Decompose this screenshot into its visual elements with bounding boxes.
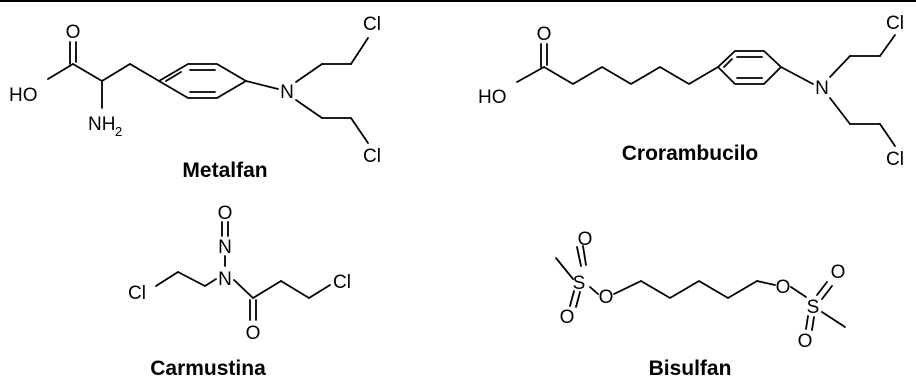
crorambucilo-atom-cl-top: Cl — [886, 13, 904, 34]
metalfan-ring-double-3 — [165, 71, 182, 82]
bisulfan-atom-o5: O — [831, 262, 846, 283]
crorambucilo-arm-top-3 — [879, 34, 896, 57]
bisulfan-atom-o4: O — [776, 277, 791, 298]
metalfan-arm-bottom-3 — [350, 117, 369, 144]
carmustina-chain-right-2 — [280, 280, 310, 299]
crorambucilo-atom-ho: HO — [478, 87, 507, 108]
bisulfan-atom-o2: O — [599, 287, 614, 308]
crorambucilo-atom-n: N — [815, 78, 829, 99]
bisulfan-name: Bisulfan — [649, 357, 732, 380]
carmustina-amide-bond — [233, 279, 254, 299]
bisulfan-s2-o5-bond-b — [821, 285, 833, 300]
carmustina-chain-left-3 — [204, 278, 217, 287]
carmustina-name: Carmustina — [150, 357, 266, 380]
bisulfan-s2-o6-bond-b — [811, 316, 815, 331]
crorambucilo-hydroxyl-bond — [516, 66, 545, 83]
bisulfan-methyl-right-bond — [821, 311, 846, 328]
crorambucilo-ring-double-3 — [723, 58, 733, 68]
carmustina-atom-o-top: O — [218, 203, 233, 224]
metalfan-chain-bond-1 — [101, 63, 131, 82]
crorambucilo-alkyl-chain — [543, 66, 719, 85]
metalfan-atom-n: N — [280, 82, 294, 103]
carmustina-atom-cl-right: Cl — [333, 272, 351, 293]
bisulfan-s1-o1-bond-a — [576, 246, 582, 267]
crorambucilo-arm-top-1 — [829, 55, 851, 78]
bisulfan-atom-o6: O — [798, 331, 813, 352]
bisulfan-atom-s2: S — [807, 297, 820, 318]
crorambucilo-atom-o: O — [537, 24, 552, 45]
bisulfan-methyl-left-bond — [555, 257, 574, 280]
bisulfan-s2-o5-bond-a — [816, 281, 828, 296]
metalfan-atom-cl-bottom: Cl — [363, 146, 381, 167]
crorambucilo-benzene-ring — [717, 50, 782, 85]
crorambucilo-structure: O HO N Cl Cl Crorambucilo — [478, 13, 904, 170]
metalfan-name: Metalfan — [182, 159, 267, 182]
metalfan-c-alpha-bond — [72, 63, 103, 82]
bisulfan-atom-o3: O — [560, 307, 575, 328]
bisulfan-s1-o2-bond — [589, 286, 599, 295]
metalfan-ring-n-bond — [245, 80, 279, 90]
carmustina-atom-n-amide: N — [218, 269, 232, 290]
bisulfan-s2-o6-bond-a — [805, 315, 809, 330]
bisulfan-alkyl-chain — [640, 280, 758, 299]
carmustina-atom-cl-left: Cl — [128, 283, 146, 304]
carmustina-chain-right-1 — [252, 280, 282, 299]
metalfan-atom-nh-subscript: 2 — [115, 124, 122, 139]
crorambucilo-atom-cl-bottom: Cl — [886, 149, 904, 170]
carmustina-structure: O N N O Cl Cl Carmustina — [128, 203, 351, 380]
bisulfan-atom-o1: O — [578, 229, 593, 250]
metalfan-arm-top-3 — [350, 37, 369, 65]
metalfan-chain-bond-2 — [129, 63, 160, 82]
bisulfan-s1-o1-bond-b — [582, 245, 587, 266]
metalfan-arm-bottom-1 — [295, 99, 323, 119]
metalfan-atom-ho: HO — [9, 85, 38, 106]
metalfan-atom-cl-top: Cl — [363, 14, 381, 35]
crorambucilo-ring-n-bond — [780, 66, 814, 85]
bisulfan-o4-s2-bond — [790, 286, 807, 298]
carmustina-chain-left-2 — [177, 271, 206, 287]
metalfan-atom-o: O — [66, 22, 81, 43]
bisulfan-chain-o4-bond — [756, 280, 776, 286]
carmustina-chain-left-1 — [155, 271, 179, 287]
metalfan-hydroxyl-bond — [47, 63, 74, 80]
bisulfan-s1-o3-bond-a — [569, 290, 575, 307]
metalfan-structure: O HO NH 2 N Cl Cl Metalfan — [9, 14, 381, 182]
bisulfan-s1-o3-bond-b — [575, 291, 581, 308]
crorambucilo-name: Crorambucilo — [622, 142, 759, 165]
bisulfan-o2-chain-bond — [613, 280, 642, 295]
carmustina-chain-right-3 — [308, 284, 331, 299]
metalfan-atom-nh: NH — [88, 114, 115, 135]
crorambucilo-arm-bottom-1 — [829, 97, 851, 125]
carmustina-atom-o-bottom: O — [246, 323, 261, 344]
bisulfan-atom-s1: S — [573, 273, 586, 294]
carmustina-atom-n-nitroso: N — [218, 237, 232, 258]
metalfan-arm-top-1 — [295, 63, 323, 83]
bisulfan-structure: O S O O O S O O Bisulfan — [555, 229, 846, 380]
crorambucilo-arm-bottom-3 — [879, 123, 896, 147]
